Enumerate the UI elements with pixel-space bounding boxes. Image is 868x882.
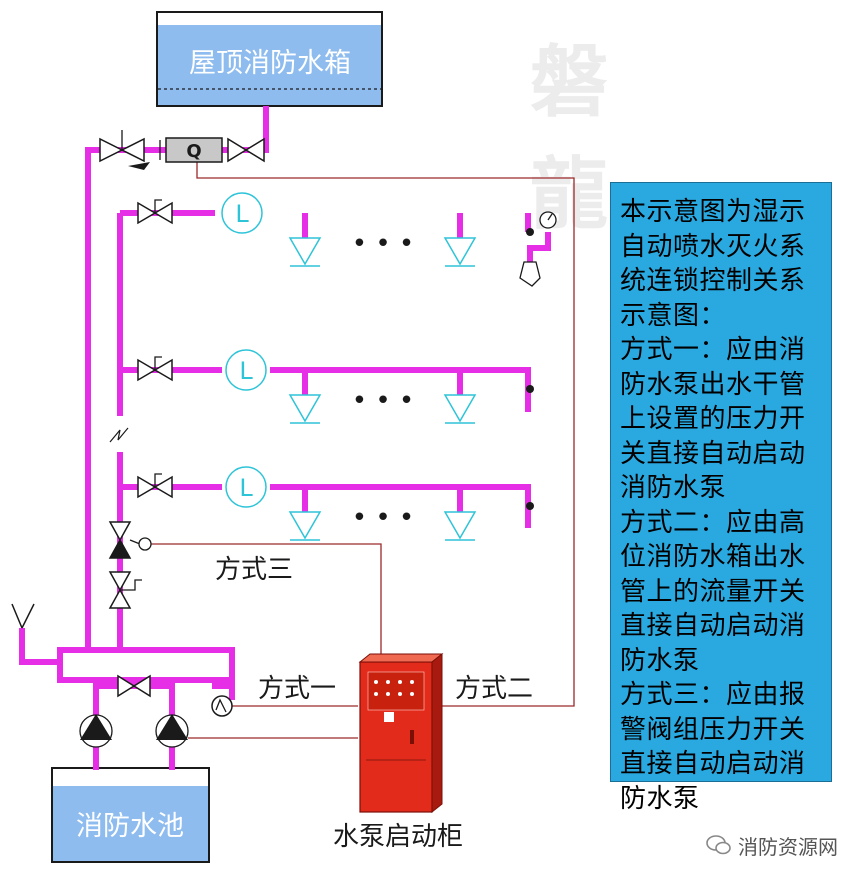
description-method-three: 方式三：应由报警阀组压力开关直接自动启动消防水泵 (620, 680, 806, 814)
alarm-pressure-switch (138, 537, 152, 551)
alarm-valve (108, 521, 132, 542)
flow-switch-wire (196, 160, 575, 707)
flow-indicators (221, 192, 267, 508)
flow-switch: Q (165, 137, 223, 163)
gate-valve (137, 201, 157, 225)
description-intro: 本示意图为湿示自动喷水灭火系统连锁控制关系示意图： (620, 197, 806, 331)
pumps (79, 714, 189, 748)
gate-valve (137, 475, 157, 499)
sprinklers (288, 237, 477, 541)
brand-mark: 消防资源网 (706, 830, 838, 860)
end-valve (526, 502, 534, 510)
fire-pool: 消防水池 (51, 767, 210, 863)
more-sprinklers-dots: • • • (352, 503, 415, 533)
flow-indicator-letter: L (239, 474, 253, 502)
gate-valve (227, 137, 248, 163)
description-box: 本示意图为湿示自动喷水灭火系统连锁控制关系示意图： 方式一：应由消防水泵出水干管… (610, 182, 832, 814)
more-sprinklers-dots: • • • (352, 386, 415, 416)
description-method-one: 方式一：应由消防水泵出水干管上设置的压力开关直接自动启动消防水泵 (620, 335, 806, 503)
method-two-label: 方式二 (455, 674, 533, 704)
brand-name: 消防资源网 (738, 834, 838, 859)
end-valve (526, 228, 534, 236)
roof-tank: 屋顶消防水箱 (156, 11, 383, 107)
test-gauge (519, 211, 557, 287)
flow-switch-letter: Q (186, 141, 201, 162)
flow-indicator-letter: L (239, 357, 253, 385)
end-valve (526, 385, 534, 393)
gate-valve (137, 358, 157, 382)
flow-indicator-letter: L (235, 200, 249, 228)
gate-valve (99, 137, 124, 163)
method-three-label: 方式三 (215, 555, 293, 585)
gate-valve (117, 674, 136, 698)
riser-gate-valve (108, 571, 132, 592)
pump-cabinet-label: 水泵启动柜 (333, 822, 463, 852)
signal-wires (150, 160, 575, 739)
valves (99, 137, 265, 698)
method-one-label: 方式一 (258, 674, 336, 704)
test-outlet (519, 261, 541, 287)
fire-pool-label: 消防水池 (76, 811, 184, 842)
wechat-icon (706, 835, 731, 855)
description-method-two: 方式二：应由高位消防水箱出水管上的流量开关直接自动启动消防水泵 (620, 507, 806, 676)
outlet-pressure-switch (211, 695, 233, 717)
pumper-connection (11, 603, 35, 629)
more-sprinklers-dots: • • • (352, 229, 415, 259)
roof-tank-label: 屋顶消防水箱 (189, 48, 351, 79)
pump-control-cabinet (358, 652, 444, 814)
check-valve-arrow (128, 162, 150, 170)
pump-header (57, 647, 235, 683)
alarm-valve-wire (150, 543, 382, 662)
pipe-break (109, 427, 129, 443)
